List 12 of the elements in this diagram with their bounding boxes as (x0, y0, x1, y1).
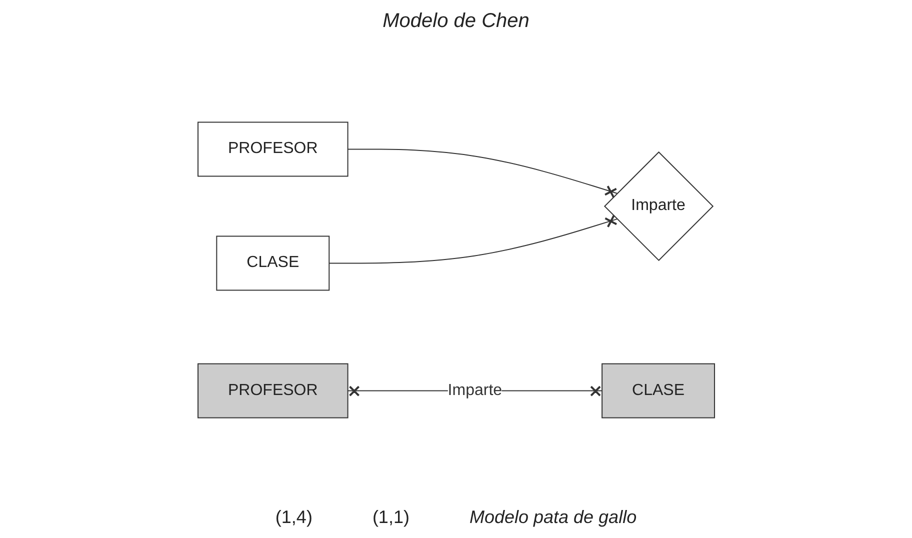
edge-label: Imparte (448, 382, 502, 399)
node-box: PROFESOR (197, 363, 348, 418)
note-label: (1,1) (372, 507, 410, 528)
connector (347, 148, 618, 198)
diagram-title: Modelo de Chen (382, 10, 530, 33)
node-box: CLASE (216, 236, 330, 291)
note-label: Modelo pata de gallo (469, 507, 637, 528)
node-box: CLASE (601, 363, 715, 418)
connector (328, 214, 618, 264)
note-label: (1,4) (275, 507, 312, 528)
node-diamond: Imparte (604, 151, 714, 262)
node-box: PROFESOR (197, 122, 348, 177)
